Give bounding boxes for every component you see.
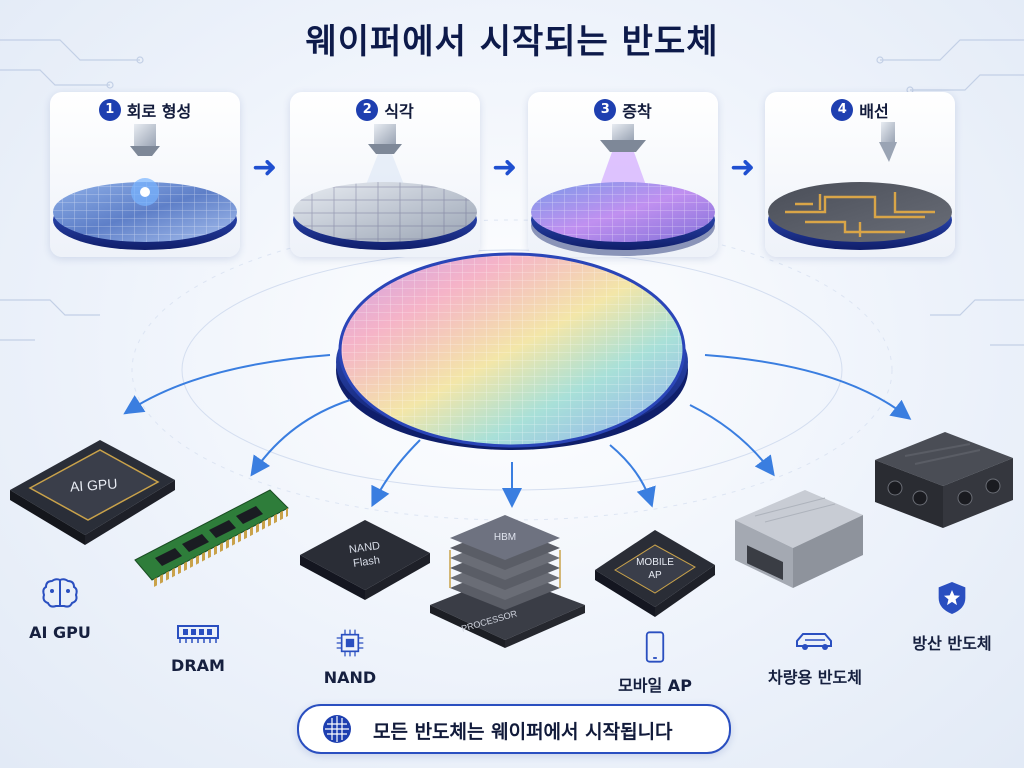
chip-icon [336,629,364,657]
product-nand: NAND [280,628,420,687]
smartphone-icon [645,631,665,663]
product-mobile-ap: 모바일 AP [585,630,725,696]
step-number-badge: 4 [831,99,854,121]
step-card-circuit-formation: 1 회로 형성 [50,92,240,257]
car-icon [796,633,832,650]
product-ai-gpu: AI GPU [0,575,120,642]
chip-label: HBM [494,532,516,543]
defense-module [875,432,1013,528]
footer-banner: 모든 반도체는 웨이퍼에서 시작됩니다 [297,704,731,754]
product-defense: 방산 반도체 [882,580,1022,654]
wafer-deposition-icon [531,124,715,256]
step-number-badge: 1 [98,99,121,121]
nand-flash-chip: NAND Flash [300,520,430,600]
automotive-ecu [735,490,863,588]
step-label: 배선 [859,102,889,121]
arrow-right-icon: ➜ [730,150,756,185]
dram-module [134,489,289,588]
footer-text: 모든 반도체는 웨이퍼에서 시작됩니다 [373,721,673,743]
product-label: 모바일 AP [618,676,692,695]
product-dram: DRAM [128,622,268,675]
shield-star-icon [938,582,966,614]
step-card-etching: 2 식각 [290,92,480,257]
step-label: 식각 [384,102,414,121]
product-label: 방산 반도체 [912,634,992,653]
step-number-badge: 2 [356,99,379,121]
product-label: DRAM [171,656,225,675]
product-label: 차량용 반도체 [768,668,862,687]
arrow-right-icon: ➜ [252,150,278,185]
wafer-wiring-icon [768,122,952,250]
step-label: 회로 형성 [126,102,192,121]
chip-label-line2: AP [648,570,662,581]
wafer-etching-icon [293,124,477,250]
chip-label-line2: Flash [352,554,380,570]
step-number-badge: 3 [594,99,617,121]
page-title: 웨이퍼에서 시작되는 반도체 [305,22,719,62]
wafer-icon [323,715,351,743]
arrow-right-icon: ➜ [492,150,518,185]
ai-gpu-chip: AI GPU [10,440,175,545]
ram-module-icon [177,625,219,643]
chip-label-line1: NAND [348,540,381,556]
step-card-wiring: 4 배선 [765,92,955,257]
product-automotive: 차량용 반도체 [740,628,890,688]
main-wafer [336,252,688,450]
chip-label-line1: MOBILE [636,557,674,568]
brain-circuit-icon [42,578,78,608]
hbm-stack: HBM PROCESSOR [430,515,585,648]
product-label: NAND [323,668,377,687]
step-card-deposition: 3 증착 [528,92,718,257]
wafer-circuit-icon [53,124,237,250]
step-label: 증착 [622,102,652,121]
chip-label: AI GPU [69,475,117,494]
mobile-ap-chip: MOBILE AP [595,530,715,617]
product-label: AI GPU [29,623,91,642]
